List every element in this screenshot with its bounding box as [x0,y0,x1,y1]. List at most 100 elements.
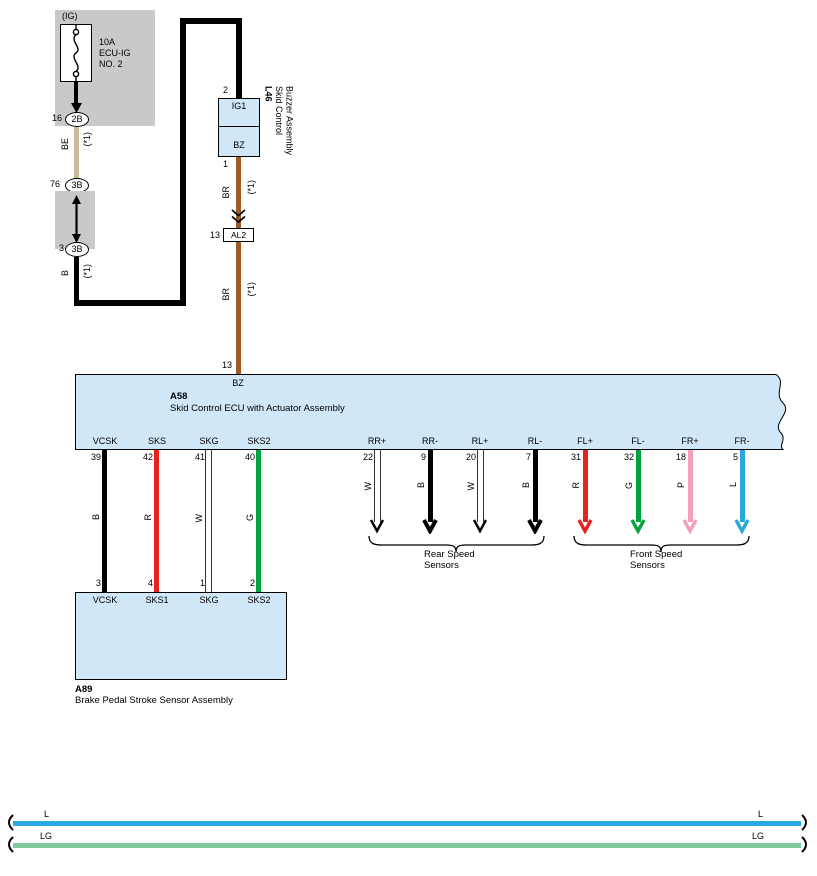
bus-label-left: LG [40,831,53,841]
pin-number: 20 [465,452,476,462]
bus-line-l [13,821,801,826]
arrow-down-icon [682,519,698,534]
pin-number: 3 [95,578,101,588]
wire-continuation-hook-icon [801,836,807,853]
bus-label-right: L [758,809,764,819]
terminal-label: FL+ [577,436,593,446]
wire-b-route-seg2 [180,18,186,306]
pin-number: 76 [49,179,60,189]
wire-color-code: W [194,514,204,523]
wire-color-code: R [143,514,153,521]
a58-ecu-box [75,374,786,450]
terminal-label: RR- [422,436,438,446]
pin-number: 5 [732,452,738,462]
brace-front-sensors [573,535,750,553]
wire-b-route-seg3 [180,18,242,24]
wire-color-code: P [676,482,686,489]
pin-number: 41 [194,452,205,462]
pin-number: 42 [142,452,153,462]
wire-color-code: G [624,482,634,490]
wire-rr-minus [428,450,433,522]
terminal-label: SKS1 [145,595,169,605]
terminal-label: RL- [527,436,543,446]
wire-sks2 [256,450,261,592]
arrow-down-icon [369,519,385,534]
wire-continuation-hook-icon [8,814,14,831]
pin-number: 1 [199,578,205,588]
wire-be [74,127,79,181]
wire-color-code: BR [221,186,231,199]
wire-continuation-hook-icon [801,814,807,831]
pin-number: 39 [90,452,101,462]
terminal-label: SKS [147,436,167,446]
terminal-label: FR+ [681,436,699,446]
arrow-down-icon [734,519,750,534]
wire-br-upper [236,157,241,230]
terminal-label-bz-ecu: BZ [232,378,244,388]
wire-color-code: G [245,514,255,522]
fuse-rating: 10A [99,37,116,47]
component-name-line2: Buzzer Assembly [284,86,295,156]
component-id: A89 [75,684,93,695]
pin-number: 31 [570,452,581,462]
wire-b-route-seg4 [236,18,242,98]
fuse-name-line2: NO. 2 [99,59,123,69]
wire-continuation-hook-icon [8,836,14,853]
pin-number: 2 [249,578,255,588]
component-name-line1: Skid Control [274,86,284,136]
terminal-label: SKS2 [247,595,271,605]
wire-fr-plus [688,450,693,522]
wire-color-code: BR [221,288,231,301]
wire-color-code: B [416,482,426,489]
wire-footnote: (*1) [82,132,92,147]
wire-vcsk [102,450,107,592]
pin-number: 40 [244,452,255,462]
pin-number: 4 [147,578,153,588]
bus-label-right: LG [752,831,765,841]
bus-line-lg [13,843,801,848]
wire-color-code: BE [60,138,70,151]
arrow-down-icon [472,519,488,534]
fuse-name-line1: ECU-IG [99,48,131,58]
arrow-down-icon [527,519,543,534]
pin-number: 18 [675,452,686,462]
wire-rl-plus [477,450,484,522]
wire-rr-plus [374,450,381,522]
wire-color-code: B [91,514,101,521]
bus-label-left: L [44,809,50,819]
power-source-label: (IG) [62,11,78,21]
wire-color-code: R [571,482,581,489]
pin-number: 9 [420,452,426,462]
pin-number: 13 [221,360,232,370]
wire-sks [154,450,159,592]
wire-color-code: B [521,482,531,489]
pin-number: 7 [525,452,531,462]
terminal-label: RL+ [471,436,489,446]
terminal-label: SKG [199,436,219,446]
wire-color-code: W [466,482,476,491]
terminal-label: RR+ [367,436,387,446]
wire-br-lower [236,242,241,374]
terminal-label: FR- [734,436,750,446]
brace-rear-sensors [368,535,545,553]
fuse-icon [72,25,80,81]
wire-fl-minus [636,450,641,522]
buzzer-assembly-caption: L46 Skid Control Buzzer Assembly [263,86,295,155]
pin-number: 13 [209,230,220,240]
terminal-label: SKS2 [247,436,271,446]
arrow-down-icon [422,519,438,534]
wire-b-route-seg1 [74,300,186,306]
group-label-line1: Rear Speed [424,549,475,560]
wire-skg [205,450,212,592]
connector-oval-2b: 2B [65,112,89,127]
pin-number: 22 [362,452,373,462]
wire-footnote: (*1) [246,180,256,195]
connector-al2: AL2 [223,228,254,242]
component-id: A58 [170,391,188,402]
wire-fl-plus [583,450,588,522]
wire-color-code: L [728,482,738,488]
terminal-label: FL- [631,436,645,446]
terminal-label: SKG [199,595,219,605]
pin-number: 16 [51,113,62,123]
